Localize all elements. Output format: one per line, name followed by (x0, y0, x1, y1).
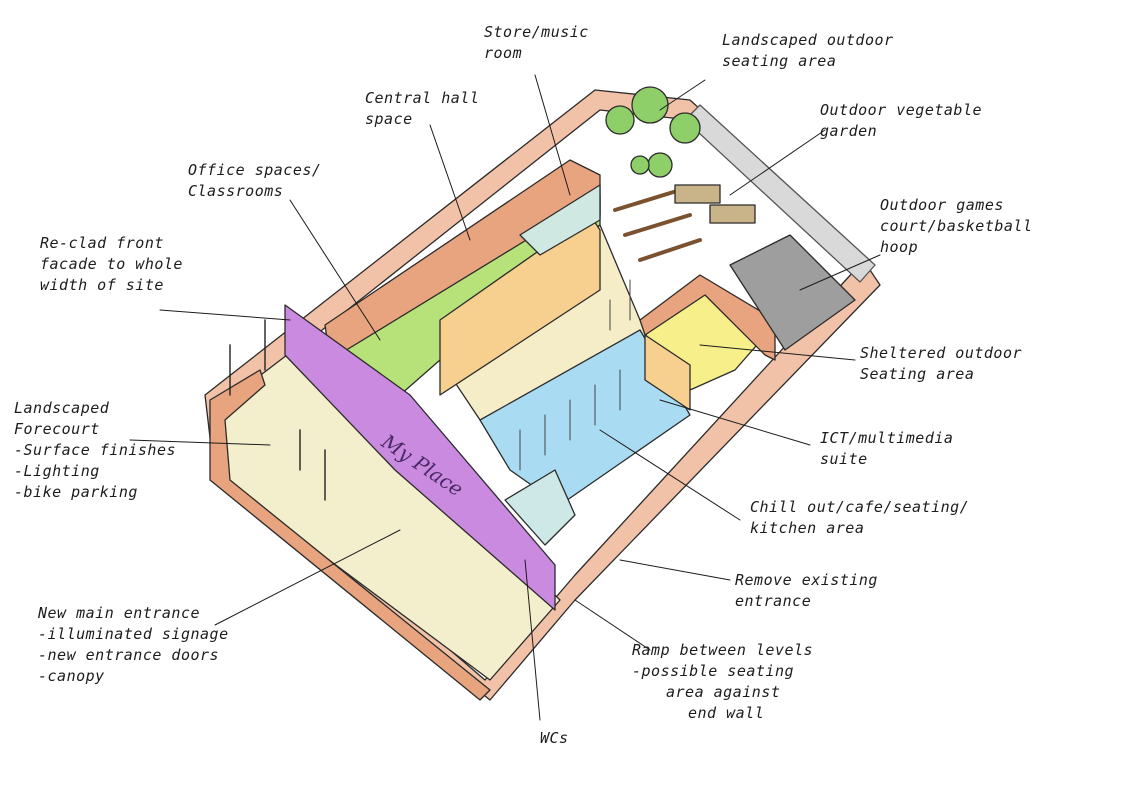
label-wcs: WCs (540, 729, 569, 747)
label-ramp: Ramp between levels -possible seating ar… (632, 641, 814, 722)
label-office-classrooms: Office spaces/ Classrooms (188, 161, 322, 200)
lampposts (229, 319, 326, 501)
label-main-entrance: New main entrance -illuminated signage -… (38, 604, 229, 685)
games-court (729, 234, 856, 351)
label-landscaped-seating: Landscaped outdoor seating area (722, 31, 894, 70)
ict-suite-wall (639, 274, 776, 361)
boundary-strip (684, 104, 876, 283)
front-wall (209, 369, 491, 701)
leader-lines (129, 74, 881, 721)
planter-2 (709, 204, 756, 224)
cafe-floor (479, 329, 691, 506)
wc-block (504, 469, 576, 546)
glazing (519, 279, 631, 471)
label-chill-out: Chill out/cafe/seating/ kitchen area (750, 498, 970, 537)
label-games-court: Outdoor games court/basketball hoop (880, 196, 1033, 256)
label-sheltered-seating: Sheltered outdoor Seating area (860, 344, 1023, 383)
pergola (613, 188, 702, 262)
ict-side-wall (644, 334, 691, 411)
label-ict-suite: ICT/multimedia suite (820, 429, 954, 468)
label-vegetable-garden: Outdoor vegetable garden (820, 101, 983, 140)
label-central-hall: Central hall space (365, 89, 480, 128)
label-remove-entrance: Remove existing entrance (735, 571, 878, 610)
store-music-room (519, 184, 601, 256)
label-forecourt: Landscaped Forecourt -Surface finishes -… (14, 399, 177, 501)
planter-1 (674, 184, 721, 204)
cladding-facade (284, 304, 556, 611)
label-store-music-room: Store/music room (484, 23, 589, 62)
label-reclad-facade: Re-clad front facade to whole width of s… (40, 234, 183, 294)
